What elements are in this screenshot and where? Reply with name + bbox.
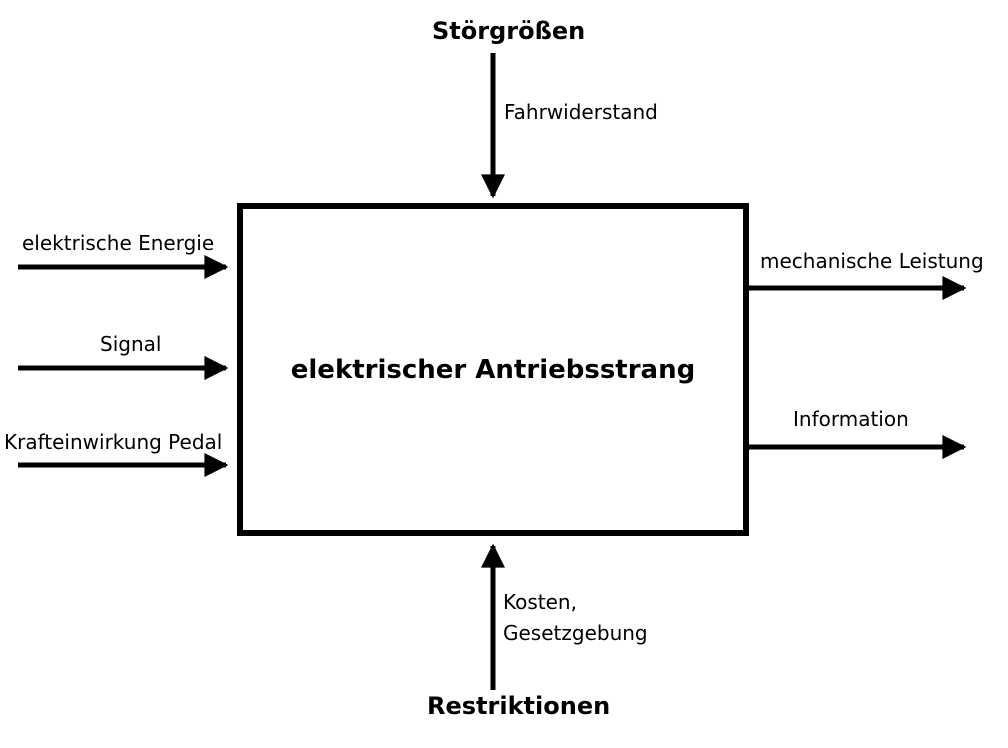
input-label-energy: elektrische Energie <box>22 231 215 255</box>
disturbance-title: Störgrößen <box>432 17 586 45</box>
restriction-title: Restriktionen <box>427 692 611 720</box>
system-block: elektrischer Antriebsstrang <box>237 203 749 536</box>
restriction-arrow-label-line1: Kosten, <box>503 590 577 614</box>
disturbance-arrow-label: Fahrwiderstand <box>504 100 658 124</box>
output-label-information: Information <box>793 407 909 431</box>
input-label-pedal: Krafteinwirkung Pedal <box>4 430 223 454</box>
restriction-arrow-label: Kosten, Gesetzgebung <box>503 587 648 649</box>
restriction-arrow-label-line2: Gesetzgebung <box>503 621 648 645</box>
system-block-label: elektrischer Antriebsstrang <box>290 354 696 385</box>
output-label-power: mechanische Leistung <box>760 249 984 273</box>
input-label-signal: Signal <box>100 332 162 356</box>
